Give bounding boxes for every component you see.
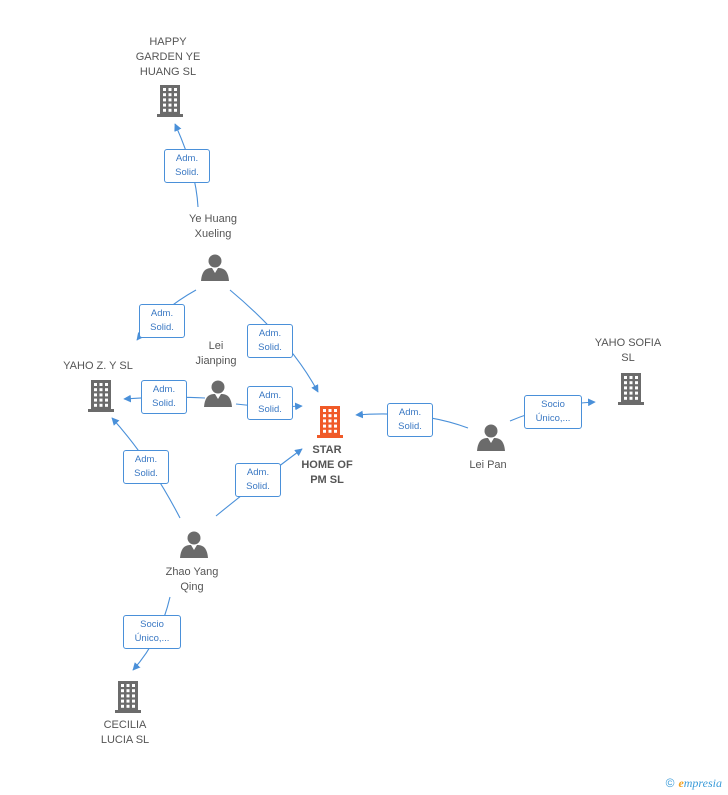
- person-icon[interactable]: [477, 424, 505, 452]
- edge-label: Adm. Solid.: [387, 403, 433, 437]
- brand-footer: ©empresia: [666, 776, 722, 791]
- building-icon[interactable]: [157, 85, 183, 117]
- building-icon[interactable]: [88, 380, 114, 412]
- person-icon[interactable]: [204, 380, 232, 408]
- brand-logo-initial: e: [678, 776, 684, 790]
- node-label-cecilia-lucia[interactable]: CECILIA LUCIA SL: [100, 719, 150, 746]
- building-icon[interactable]: [115, 681, 141, 713]
- edge-label: Adm. Solid.: [141, 380, 187, 414]
- node-label-star-home[interactable]: STAR HOME OF PM SL: [301, 444, 353, 486]
- brand-logo-text: mpresia: [683, 776, 722, 790]
- node-label-yaho-z[interactable]: YAHO Z. Y SL: [63, 360, 133, 372]
- node-label-lei-jianping[interactable]: Lei Jianping: [195, 340, 237, 367]
- node-label-ye-huang[interactable]: Ye Huang Xueling: [189, 213, 237, 240]
- node-label-happy-garden[interactable]: HAPPY GARDEN YE HUANG SL: [135, 36, 201, 78]
- edge-label: Adm. Solid.: [139, 304, 185, 338]
- node-label-zhao-yang[interactable]: Zhao Yang Qing: [165, 566, 219, 593]
- node-label-yaho-sofia[interactable]: YAHO SOFIA SL: [594, 337, 662, 364]
- building-icon-main[interactable]: [317, 406, 343, 438]
- edge-label: Socio Único,...: [123, 615, 181, 649]
- node-label-lei-pan[interactable]: Lei Pan: [469, 459, 507, 471]
- node-icons: [88, 85, 644, 713]
- edge-label: Adm. Solid.: [247, 386, 293, 420]
- building-icon[interactable]: [618, 373, 644, 405]
- edge-label: Adm. Solid.: [123, 450, 169, 484]
- edge-label: Adm. Solid.: [235, 463, 281, 497]
- person-icon[interactable]: [180, 531, 208, 559]
- edge-label: Adm. Solid.: [164, 149, 210, 183]
- edge-label: Socio Único,...: [524, 395, 582, 429]
- copyright-icon: ©: [665, 776, 675, 790]
- edge-label: Adm. Solid.: [247, 324, 293, 358]
- person-icon[interactable]: [201, 254, 229, 282]
